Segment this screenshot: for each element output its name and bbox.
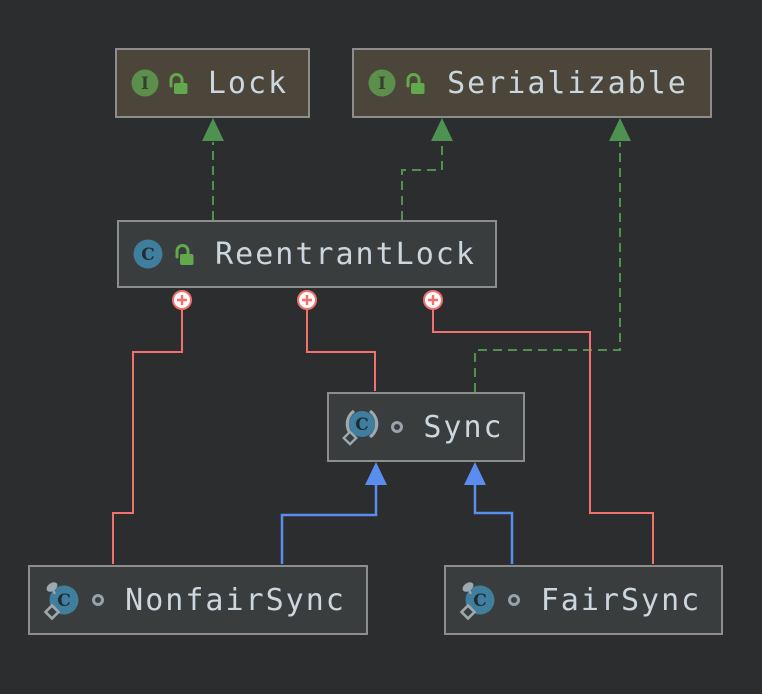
node-label: Lock	[207, 65, 289, 101]
package-private-icon	[508, 594, 520, 606]
static-diamond-badge	[342, 430, 358, 446]
edge-sync-implements-serializable[interactable]	[474, 142, 621, 392]
static-diamond-badge	[43, 603, 61, 620]
svg-text:C: C	[141, 245, 155, 265]
final-pin-badge	[46, 582, 58, 595]
static-final-class-icon: C	[459, 582, 495, 620]
public-unlocked-icon	[175, 244, 194, 265]
node-nonfairsync[interactable]: C NonfairSync	[28, 565, 368, 635]
package-private-icon	[391, 421, 403, 433]
edge-fairsync-extends-sync[interactable]	[473, 485, 514, 564]
node-label: FairSync	[540, 582, 702, 618]
svg-text:C: C	[57, 591, 71, 611]
generalization-arrowhead-sync-left	[365, 462, 387, 485]
expand-plus-icon[interactable]	[423, 290, 443, 310]
svg-text:I: I	[378, 74, 386, 94]
public-unlocked-icon	[169, 73, 188, 94]
realization-arrowhead-serializable-left	[431, 118, 453, 141]
node-serializable[interactable]: I Serializable	[352, 48, 712, 118]
node-label: ReentrantLock	[215, 236, 476, 272]
static-final-class-icon: C	[43, 582, 79, 620]
package-private-icon	[92, 594, 104, 606]
node-sync[interactable]: C Sync	[327, 392, 525, 462]
edge-innerclass-fairsync[interactable]	[432, 309, 654, 564]
realization-arrowhead-serializable-right	[609, 118, 631, 141]
expand-plus-icon[interactable]	[297, 290, 317, 310]
node-lock[interactable]: I Lock	[115, 48, 310, 118]
inner-class-expanders	[172, 290, 443, 310]
edge-reentrantlock-implements-serializable[interactable]	[401, 142, 443, 220]
class-icon: C	[133, 239, 163, 269]
static-diamond-badge	[459, 603, 477, 620]
node-label: NonfairSync	[125, 582, 346, 618]
edge-nonfairsync-extends-sync[interactable]	[280, 485, 378, 564]
generalization-arrowhead-sync-right	[464, 462, 486, 485]
realization-arrowhead-lock	[202, 118, 224, 141]
node-reentrantlock[interactable]: C ReentrantLock	[117, 220, 497, 288]
interface-icon: I	[131, 69, 159, 97]
svg-text:I: I	[141, 74, 149, 94]
public-unlocked-icon	[406, 73, 425, 94]
node-label: Sync	[423, 409, 504, 445]
expand-plus-icon[interactable]	[172, 290, 192, 310]
abstract-static-class-icon: C	[342, 409, 379, 446]
edge-innerclass-sync[interactable]	[306, 309, 376, 391]
final-pin-badge	[462, 582, 474, 595]
interface-icon: I	[368, 69, 396, 97]
node-label: Serializable	[447, 65, 688, 101]
svg-text:C: C	[355, 415, 369, 435]
svg-text:C: C	[473, 591, 487, 611]
edge-innerclass-nonfairsync[interactable]	[112, 309, 183, 564]
node-fairsync[interactable]: C FairSync	[444, 565, 723, 635]
